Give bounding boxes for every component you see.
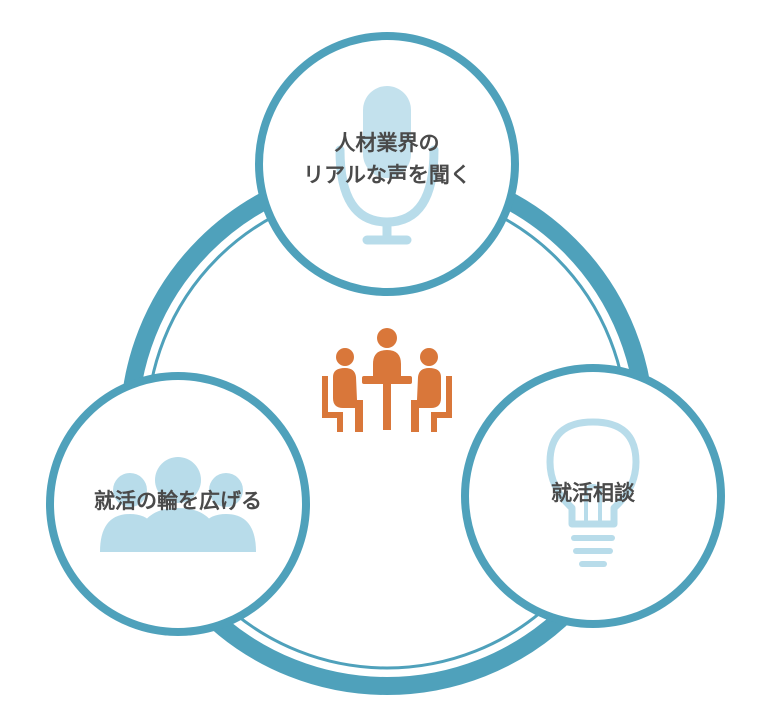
node-top-label-line1: 人材業界の	[335, 131, 440, 155]
node-top-label-line2: リアルな声を聞く	[303, 163, 471, 187]
meeting-people-icon	[322, 328, 452, 432]
microphone-icon	[335, 86, 439, 245]
node-right-label: 就活相談	[551, 481, 636, 505]
lightbulb-icon	[546, 418, 640, 567]
node-top: 人材業界の リアルな声を聞く	[255, 32, 519, 296]
node-left-label: 就活の輪を広げる	[94, 489, 262, 513]
node-right: 就活相談	[461, 364, 725, 628]
people-group-icon	[100, 457, 256, 552]
node-left: 就活の輪を広げる	[46, 372, 310, 636]
